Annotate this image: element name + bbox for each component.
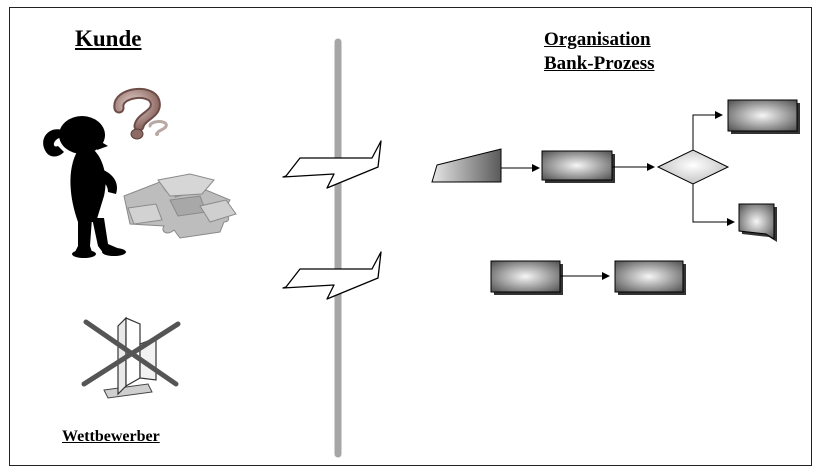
flow-document-shape xyxy=(738,203,777,242)
flow-connector xyxy=(692,111,723,150)
flow-input-shape xyxy=(431,148,502,183)
slide-border xyxy=(9,7,812,466)
process-flow-bottom xyxy=(490,260,686,295)
hollow-arrow-lower xyxy=(282,251,382,300)
confused-person-icon xyxy=(43,116,126,258)
competitor-label: Wettbewerber xyxy=(62,428,160,445)
process-flow-top xyxy=(431,99,800,242)
customer-heading: Kunde xyxy=(75,26,142,51)
crossed-out-door-icon xyxy=(81,316,181,399)
question-mark-icon xyxy=(113,87,168,140)
puzzle-pieces-icon xyxy=(123,173,237,239)
flow-connector xyxy=(692,184,735,226)
bank-process-heading: Bank-Prozess xyxy=(544,53,655,74)
organisation-heading: Organisation xyxy=(544,29,651,50)
hollow-arrow-upper xyxy=(282,140,382,189)
flow-decision-diamond xyxy=(656,149,730,185)
